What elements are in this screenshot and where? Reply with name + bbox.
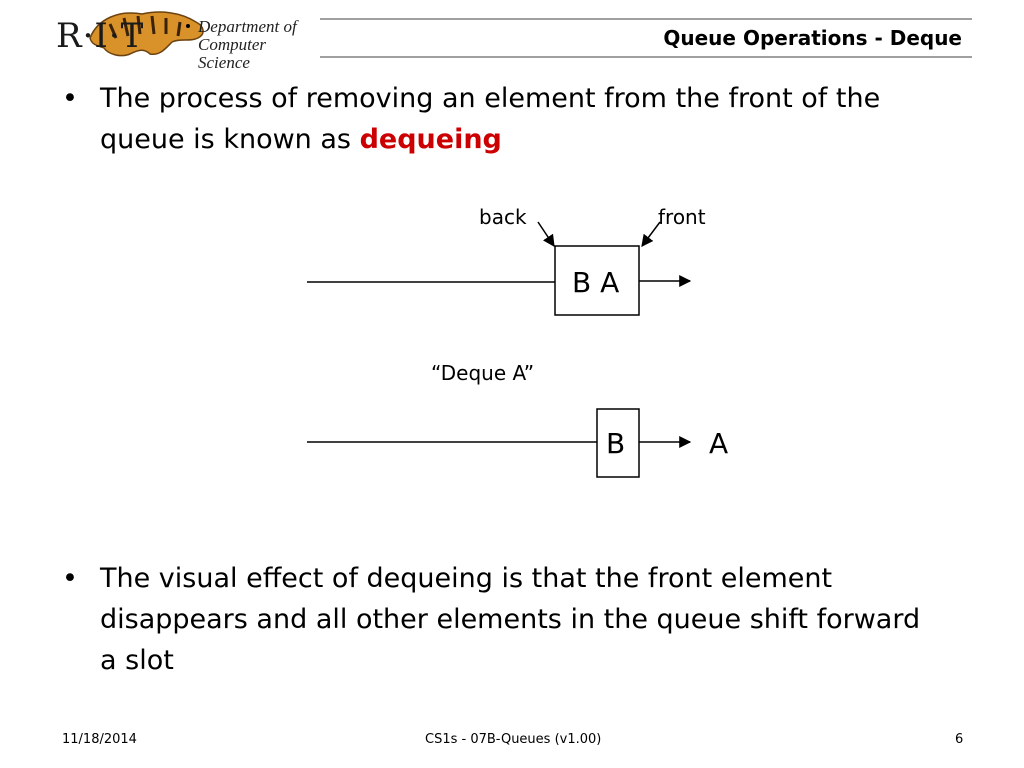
slide-header: R·I·T Department of Computer Science Que… xyxy=(0,0,1024,72)
bullet-text: The visual effect of dequeing is that th… xyxy=(100,558,940,681)
queue-contents-after: B xyxy=(606,427,626,460)
department-line-1: Department of xyxy=(198,17,297,36)
operation-label: “Deque A” xyxy=(431,361,535,385)
footer-date: 11/18/2014 xyxy=(62,732,137,747)
queue-box-after xyxy=(596,408,640,478)
logo-letters: R·I·T xyxy=(56,16,145,56)
department-name: Department of Computer Science xyxy=(198,18,322,72)
bullet-text-main: The visual effect of dequeing is that th… xyxy=(100,563,921,676)
front-pointer-arrow xyxy=(641,221,661,247)
footer-course: CS1s - 07B-Queues (v1.00) xyxy=(425,732,602,747)
header-rule-bottom xyxy=(320,56,972,58)
tiger-logo-icon xyxy=(89,11,204,57)
removed-element: A xyxy=(709,427,729,460)
queue-contents-before: B A xyxy=(572,266,620,299)
rit-logo: R·I·T Department of Computer Science xyxy=(52,4,322,72)
back-label: back xyxy=(479,205,527,229)
bullet-text: The process of removing an element from … xyxy=(100,78,940,160)
highlight-term: dequeing xyxy=(359,124,502,155)
header-rule-top xyxy=(320,18,972,20)
bullet-marker: • xyxy=(62,563,78,594)
bullet-text-main: The process of removing an element from … xyxy=(100,83,881,155)
back-pointer-arrow xyxy=(537,221,555,247)
bullet-marker: • xyxy=(62,83,78,114)
slide-title: Queue Operations - Deque xyxy=(663,26,962,50)
footer-page-number: 6 xyxy=(955,732,964,747)
queue-box-before xyxy=(554,245,640,316)
front-label: front xyxy=(658,205,706,229)
department-line-2: Computer Science xyxy=(198,35,266,72)
